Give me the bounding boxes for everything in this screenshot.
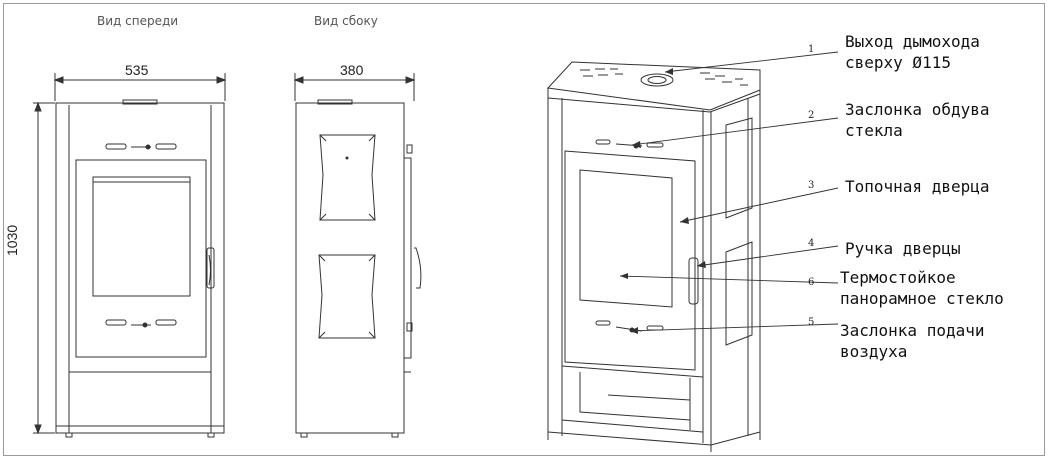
depth-dimension: 380 bbox=[340, 62, 364, 78]
iso-glass bbox=[579, 169, 673, 308]
callout-number-5: 5 bbox=[808, 317, 815, 328]
callout-number-3: 3 bbox=[808, 180, 815, 191]
flue-outlet bbox=[640, 73, 674, 87]
callout-number-6: 6 bbox=[808, 277, 815, 288]
side-handle bbox=[414, 247, 422, 289]
callout-label-glass-air-damper: Заслонка обдува стекла bbox=[845, 100, 990, 140]
side-body bbox=[295, 102, 405, 434]
side-view bbox=[293, 73, 422, 438]
iso-side-panel-upper bbox=[725, 117, 753, 219]
front-door bbox=[75, 159, 207, 358]
drawing-frame bbox=[3, 3, 1045, 456]
callout-label-flue-outlet: Выход дымохода сверху Ø115 bbox=[845, 32, 980, 72]
iso-side-panel-lower bbox=[725, 241, 753, 346]
front-view-title: Вид спереди bbox=[97, 14, 179, 28]
side-panel-lower bbox=[318, 254, 376, 339]
callout-leaders bbox=[619, 51, 839, 332]
iso-handle bbox=[688, 257, 699, 305]
callout-number-4: 4 bbox=[808, 238, 815, 249]
front-view bbox=[33, 73, 227, 438]
side-panel-upper bbox=[319, 134, 376, 221]
callout-label-panoramic-glass: Термостойкое панорамное стекло bbox=[840, 268, 1004, 308]
callout-number-2: 2 bbox=[808, 110, 815, 121]
front-glass bbox=[92, 176, 191, 297]
front-handle bbox=[206, 247, 215, 289]
iso-top bbox=[546, 61, 761, 111]
callout-number-1: 1 bbox=[808, 44, 815, 55]
callout-label-door-handle: Ручка дверцы bbox=[845, 239, 961, 258]
isometric-view bbox=[546, 61, 761, 452]
callout-label-air-supply-damper: Заслонка подачи воздуха bbox=[840, 321, 985, 361]
side-view-title: Вид сбоку bbox=[314, 14, 378, 28]
front-body bbox=[55, 102, 225, 434]
callout-label-firebox-door: Топочная дверца bbox=[845, 177, 990, 196]
height-dimension: 1030 bbox=[4, 224, 20, 256]
iso-door bbox=[564, 150, 696, 371]
width-dimension: 535 bbox=[125, 62, 149, 78]
